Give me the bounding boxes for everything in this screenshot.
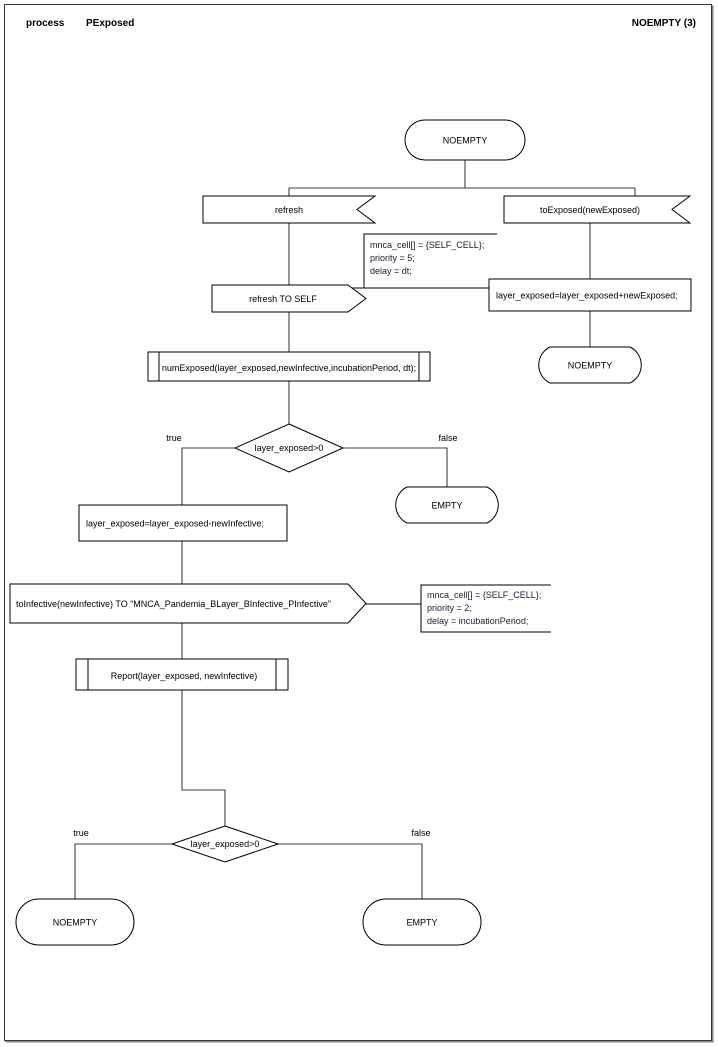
procedure-call-num-exposed[interactable]: numExposed(layer_exposed,newInfective,in…	[147, 351, 431, 382]
comment-infective-line-2: priority = 2;	[427, 603, 472, 613]
comment-infective-line-3: delay = incubationPeriod;	[427, 616, 528, 626]
state-empty-end-label: EMPTY	[406, 918, 437, 928]
connectors	[74, 160, 636, 899]
procedure-call-num-exposed-label: numExposed(layer_exposed,newInfective,in…	[162, 363, 416, 373]
decision-layer-exposed-1[interactable]: layer_exposed>0 true false	[166, 423, 458, 473]
decision-layer-exposed-2-label: layer_exposed>0	[191, 839, 260, 849]
input-refresh-label: refresh	[275, 205, 303, 215]
state-empty-1-label: EMPTY	[431, 501, 462, 511]
output-to-infective-label: toInfective(newInfective) TO “MNCA_Pande…	[16, 599, 331, 609]
branch-label-d2-false: false	[411, 828, 430, 838]
state-noempty-end[interactable]: NOEMPTY	[15, 898, 135, 946]
comment-refresh-line-1: mnca_cell[] = {SELF_CELL};	[370, 240, 484, 250]
task-add-exposed[interactable]: layer_exposed=layer_exposed+newExposed;	[488, 278, 692, 312]
state-noempty-start-label: NOEMPTY	[443, 136, 488, 146]
state-noempty-right[interactable]: NOEMPTY	[538, 346, 642, 384]
comment-refresh-line-3: delay = dt;	[370, 266, 412, 276]
header-state-reference: NOEMPTY (3)	[631, 18, 696, 29]
input-refresh[interactable]: refresh	[202, 195, 377, 224]
procedure-call-report-label: Report(layer_exposed, newInfective)	[111, 671, 258, 681]
input-to-exposed-label: toExposed(newExposed)	[540, 205, 640, 215]
state-noempty-start[interactable]: NOEMPTY	[404, 119, 526, 161]
header-process-name: PExposed	[86, 18, 135, 29]
output-refresh-to-self-label: refresh TO SELF	[249, 294, 317, 304]
state-noempty-right-label: NOEMPTY	[568, 361, 613, 371]
decision-layer-exposed-1-label: layer_exposed>0	[255, 443, 324, 453]
output-refresh-to-self[interactable]: refresh TO SELF	[211, 284, 367, 313]
branch-label-d2-true: true	[73, 828, 89, 838]
comment-refresh: mnca_cell[] = {SELF_CELL}; priority = 5;…	[363, 233, 497, 289]
task-sub-infective[interactable]: layer_exposed=layer_exposed-newInfective…	[78, 504, 288, 542]
header-kind: process	[26, 18, 65, 29]
procedure-call-report[interactable]: Report(layer_exposed, newInfective)	[75, 658, 289, 691]
state-empty-end[interactable]: EMPTY	[362, 898, 482, 946]
branch-label-d1-false: false	[438, 433, 457, 443]
comment-infective: mnca_cell[] = {SELF_CELL}; priority = 2;…	[420, 584, 551, 633]
branch-label-d1-true: true	[166, 433, 182, 443]
state-empty-1[interactable]: EMPTY	[395, 486, 499, 524]
comment-infective-line-1: mnca_cell[] = {SELF_CELL};	[427, 590, 541, 600]
output-to-infective[interactable]: toInfective(newInfective) TO “MNCA_Pande…	[9, 583, 367, 624]
task-sub-infective-label: layer_exposed=layer_exposed-newInfective…	[86, 519, 264, 529]
decision-layer-exposed-2[interactable]: layer_exposed>0 true false	[73, 825, 431, 863]
task-add-exposed-label: layer_exposed=layer_exposed+newExposed;	[496, 291, 678, 301]
comment-refresh-line-2: priority = 5;	[370, 253, 415, 263]
state-noempty-end-label: NOEMPTY	[53, 918, 98, 928]
input-to-exposed[interactable]: toExposed(newExposed)	[503, 195, 692, 224]
